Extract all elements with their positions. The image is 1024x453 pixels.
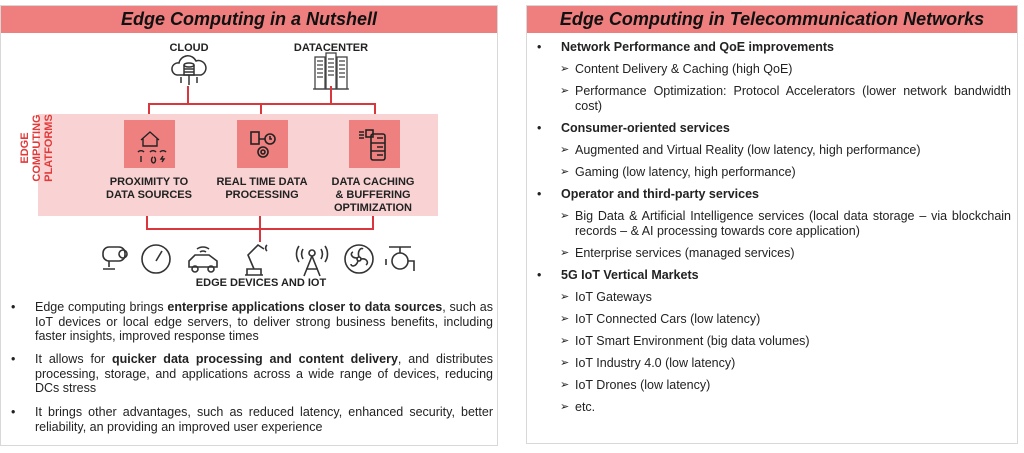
tile-label-realtime: REAL TIME DATA PROCESSING	[216, 176, 308, 201]
list-item: ➢IoT Connected Cars (low latency)	[560, 312, 761, 326]
devices-label: EDGE DEVICES AND IOT	[195, 277, 327, 289]
connector-line	[148, 103, 150, 115]
cloud-icon	[171, 55, 207, 85]
list-item: ➢Gaming (low latency, high performance)	[560, 165, 796, 179]
list-item: ➢etc.	[560, 400, 596, 414]
house-sensors-icon	[124, 120, 175, 168]
datacenter-icon	[313, 52, 349, 90]
gauge-icon	[141, 244, 171, 274]
cloud-label: CLOUD	[169, 42, 209, 54]
connected-car-icon	[188, 246, 218, 273]
data-gear-clock-icon	[237, 120, 288, 168]
panel-title: Edge Computing in Telecommunication Netw…	[527, 6, 1017, 33]
telecom-panel: Edge Computing in Telecommunication Netw…	[526, 5, 1018, 444]
list-item: ➢IoT Industry 4.0 (low latency)	[560, 356, 736, 370]
list-item: ➢Performance Optimization: Protocol Acce…	[560, 84, 1011, 113]
connector-line	[148, 103, 376, 105]
datacenter-label: DATACENTER	[293, 42, 369, 54]
connector-line	[260, 103, 262, 115]
connector-line	[330, 86, 332, 104]
fan-icon	[344, 244, 374, 274]
list-item: ➢Big Data & Artificial Intelligence serv…	[560, 209, 1011, 238]
list-item: ➢IoT Smart Environment (big data volumes…	[560, 334, 810, 348]
camera-icon	[102, 246, 128, 270]
tile-label-caching: DATA CACHING & BUFFERING OPTIMIZATION	[331, 176, 415, 214]
bullet-item: •It brings other advantages, such as red…	[11, 405, 493, 434]
list-item: ➢IoT Gateways	[560, 290, 652, 304]
list-item: ➢Augmented and Virtual Reality (low late…	[560, 143, 921, 157]
list-item: ➢Enterprise services (managed services)	[560, 246, 795, 260]
section-heading: •Network Performance and QoE improvement…	[537, 40, 834, 54]
edge-nutshell-panel: Edge Computing in a Nutshell CLOUD DATAC…	[0, 5, 498, 446]
section-heading: •Consumer-oriented services	[537, 121, 730, 135]
connector-line	[146, 228, 374, 230]
connector-line	[146, 216, 148, 229]
telecom-list: •Network Performance and QoE improvement…	[537, 40, 1011, 422]
panel-title: Edge Computing in a Nutshell	[1, 6, 497, 33]
bullet-item: •It allows for quicker data processing a…	[11, 352, 493, 395]
valve-icon	[385, 246, 415, 271]
connector-line	[187, 86, 189, 104]
list-item: ➢IoT Drones (low latency)	[560, 378, 711, 392]
platforms-label: EDGE COMPUTING PLATFORMS	[19, 114, 55, 182]
tile-label-proximity: PROXIMITY TO DATA SOURCES	[106, 176, 192, 201]
robot-arm-icon	[245, 243, 268, 276]
connector-line	[372, 216, 374, 229]
bullet-item: •Edge computing brings enterprise applic…	[11, 300, 493, 343]
device-icons-row	[102, 243, 415, 277]
section-heading: •Operator and third-party services	[537, 187, 759, 201]
antenna-tower-icon	[295, 245, 329, 277]
section-heading: •5G IoT Vertical Markets	[537, 268, 699, 282]
list-item: ➢Content Delivery & Caching (high QoE)	[560, 62, 793, 76]
cache-server-icon	[349, 120, 400, 168]
connector-line	[374, 103, 376, 115]
